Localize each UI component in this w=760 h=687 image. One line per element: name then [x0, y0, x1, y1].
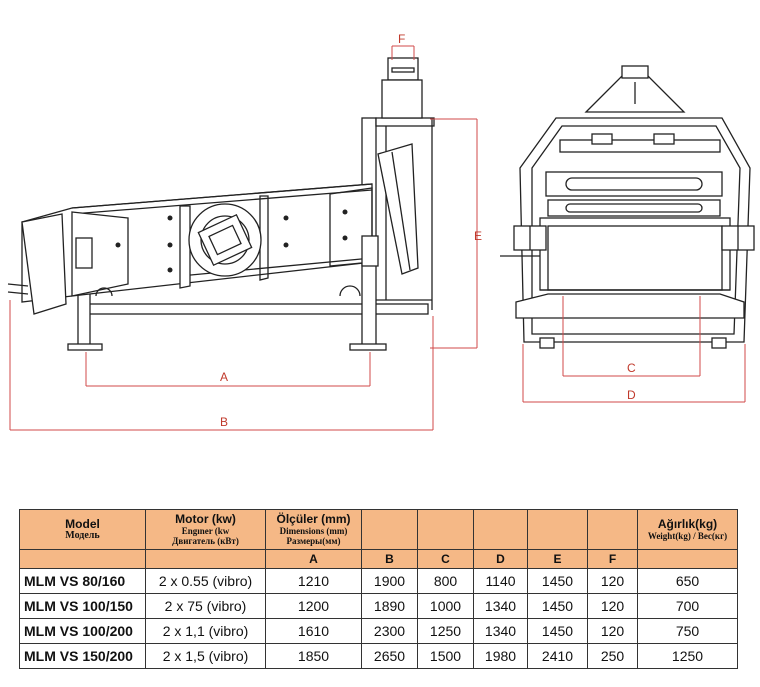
- cell-a: 1850: [265, 643, 362, 669]
- cell-c: 1000: [417, 593, 474, 619]
- cell-b: 1900: [361, 568, 418, 594]
- dim-label-a: A: [220, 370, 228, 384]
- cell-weight: 700: [637, 593, 738, 619]
- cell-c: 1250: [417, 618, 474, 644]
- header-weight: Ağırlık(kg) Weight(kg) / Вес(кг): [637, 509, 738, 550]
- header-letter-f: F: [587, 549, 638, 569]
- cell-b: 2300: [361, 618, 418, 644]
- header-model: Model Модель: [19, 509, 146, 550]
- cell-b: 2650: [361, 643, 418, 669]
- cell-model: MLM VS 100/200: [19, 618, 146, 644]
- table-row: MLM VS 150/200 2 x 1,5 (vibro) 1850 2650…: [19, 643, 738, 669]
- header-letter-d: D: [473, 549, 528, 569]
- cell-f: 120: [587, 593, 638, 619]
- dim-label-d: D: [627, 388, 636, 402]
- cell-model: MLM VS 80/160: [19, 568, 146, 594]
- dimension-lines: [9, 45, 746, 431]
- table-row: MLM VS 80/160 2 x 0.55 (vibro) 1210 1900…: [19, 568, 738, 594]
- cell-model: MLM VS 150/200: [19, 643, 146, 669]
- cell-weight: 750: [637, 618, 738, 644]
- side-view: [7, 57, 435, 351]
- cell-motor: 2 x 1,5 (vibro): [145, 643, 266, 669]
- cell-d: 1340: [473, 593, 528, 619]
- cell-f: 120: [587, 618, 638, 644]
- cell-model: MLM VS 100/150: [19, 593, 146, 619]
- cell-motor: 2 x 75 (vibro): [145, 593, 266, 619]
- cell-e: 1450: [527, 593, 588, 619]
- dim-label-e: E: [474, 229, 482, 243]
- table-row: MLM VS 100/200 2 x 1,1 (vibro) 1610 2300…: [19, 618, 738, 644]
- cell-d: 1140: [473, 568, 528, 594]
- front-view: [500, 65, 755, 349]
- cell-weight: 1250: [637, 643, 738, 669]
- header-motor: Motor (kw) Engıner (kw Двигатель (кВт): [145, 509, 266, 550]
- cell-motor: 2 x 1,1 (vibro): [145, 618, 266, 644]
- technical-drawing: A B E F C D: [7, 32, 755, 431]
- spec-table: Model Модель Motor (kw) Engıner (kw Двиг…: [19, 509, 738, 669]
- cell-d: 1980: [473, 643, 528, 669]
- cell-c: 800: [417, 568, 474, 594]
- cell-b: 1890: [361, 593, 418, 619]
- cell-a: 1610: [265, 618, 362, 644]
- table-row: MLM VS 100/150 2 x 75 (vibro) 1200 1890 …: [19, 593, 738, 619]
- dim-label-c: C: [627, 361, 636, 375]
- cell-f: 250: [587, 643, 638, 669]
- cell-f: 120: [587, 568, 638, 594]
- header-dimensions: Ölçüler (mm) Dimensions (mm) Размеры(мм): [265, 509, 362, 550]
- dim-label-b: B: [220, 415, 228, 429]
- dim-label-f: F: [398, 32, 405, 46]
- cell-e: 1450: [527, 618, 588, 644]
- header-letter-c: C: [417, 549, 474, 569]
- cell-weight: 650: [637, 568, 738, 594]
- cell-e: 1450: [527, 568, 588, 594]
- cell-d: 1340: [473, 618, 528, 644]
- cell-motor: 2 x 0.55 (vibro): [145, 568, 266, 594]
- cell-c: 1500: [417, 643, 474, 669]
- cell-a: 1200: [265, 593, 362, 619]
- header-letter-e: E: [527, 549, 588, 569]
- cell-a: 1210: [265, 568, 362, 594]
- cell-e: 2410: [527, 643, 588, 669]
- header-letter-a: A: [265, 549, 362, 569]
- header-letter-b: B: [361, 549, 418, 569]
